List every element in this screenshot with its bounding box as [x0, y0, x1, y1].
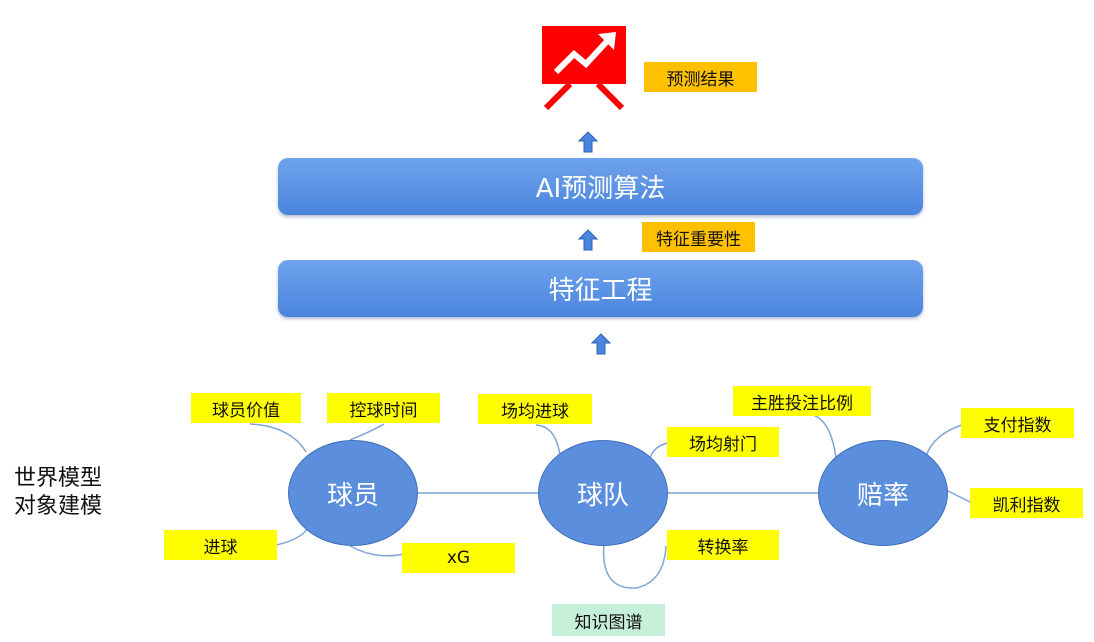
player-node: 球员	[288, 440, 418, 546]
odds-payout-link	[925, 424, 963, 457]
xg-tag: xG	[402, 543, 515, 573]
player-value-tag: 球员价值	[191, 393, 301, 423]
odds-node: 赔率	[818, 440, 948, 546]
team-avg-goals-link	[535, 424, 561, 457]
ai-algorithm-bar: AI预测算法	[278, 158, 923, 215]
player-possession-link	[349, 423, 385, 441]
team-node: 球队	[538, 440, 668, 546]
player-xg-link	[349, 545, 405, 557]
kelly-index-tag: 凯利指数	[970, 488, 1083, 518]
up-arrow-icon	[578, 229, 598, 251]
player-value-link	[249, 423, 307, 453]
team-avg-shots-link	[649, 442, 669, 459]
team-conversion-link	[602, 542, 667, 589]
avg-goals-tag: 场均进球	[478, 394, 592, 424]
world-model-label: 世界模型 对象建模	[14, 466, 103, 519]
odds-home-win-link	[805, 413, 837, 459]
feature-importance-tag: 特征重要性	[642, 222, 755, 252]
knowledge-graph-tag: 知识图谱	[552, 604, 665, 636]
up-arrow-icon	[578, 131, 598, 153]
result-tag: 预测结果	[644, 62, 757, 92]
player-goals-link	[275, 527, 309, 546]
conversion-rate-tag: 转换率	[667, 530, 779, 560]
home-win-ratio-tag: 主胜投注比例	[733, 386, 871, 416]
odds-kelly-link	[945, 489, 973, 504]
presentation-chart-icon	[542, 26, 626, 111]
payout-index-tag: 支付指数	[961, 408, 1074, 438]
avg-shots-tag: 场均射门	[667, 427, 779, 457]
possession-time-tag: 控球时间	[327, 393, 440, 423]
goals-tag: 进球	[164, 530, 277, 560]
up-arrow-icon	[591, 333, 611, 355]
feature-engineering-bar: 特征工程	[278, 260, 923, 317]
